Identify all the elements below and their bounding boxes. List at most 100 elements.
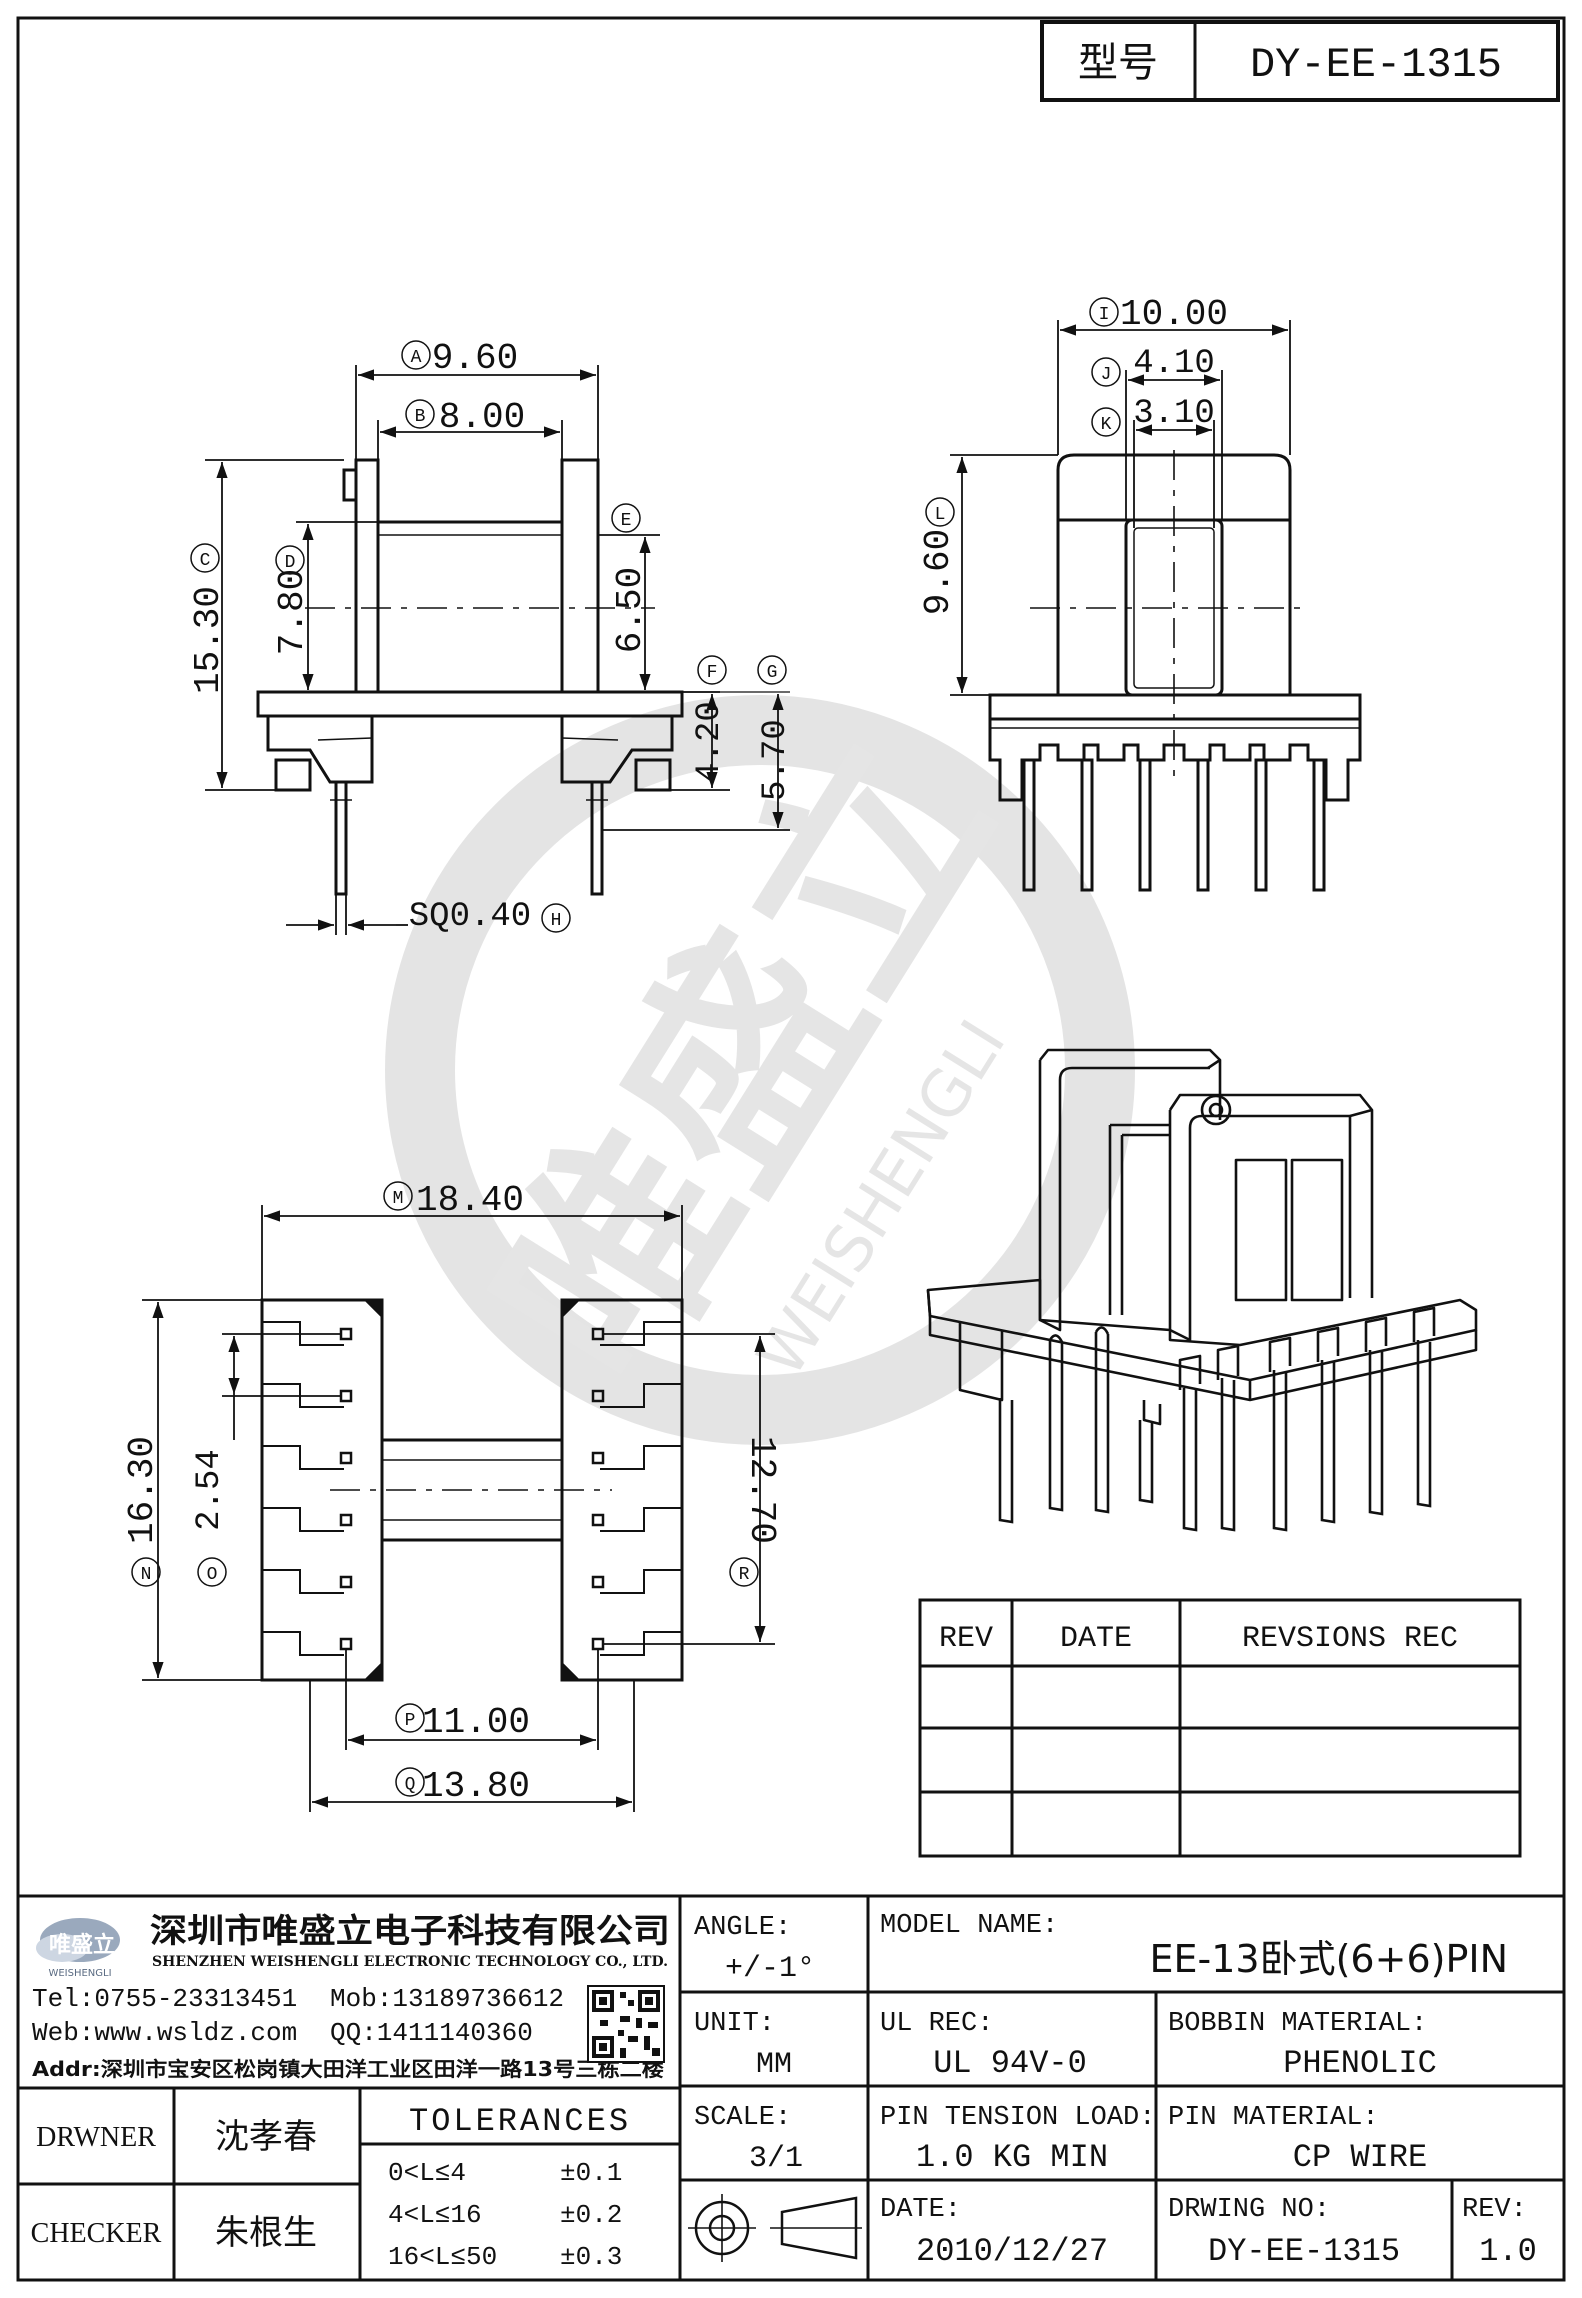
spec-fields: ANGLE: +/-1° MODEL NAME: EE-13卧式(6+6)PIN… (694, 1911, 1537, 2270)
dim-P-value: 11.00 (422, 1702, 530, 1743)
watermark: 唯盛立 WEISHENGLI (385, 695, 1135, 1445)
dim-O-code: O (207, 1565, 218, 1585)
revision-table (918, 1598, 1522, 1858)
dim-B-value: 8.00 (439, 397, 525, 438)
dim-D-code: D (285, 553, 296, 573)
angle-label: ANGLE: (694, 1913, 791, 1943)
revision-header-rec: REVSIONS REC (1242, 1622, 1458, 1656)
checker-label: CHECKER (31, 2218, 162, 2249)
company-block: 唯盛立 WEISHENGLI 深圳市唯盛立电子科技有限公司 SHENZHEN W… (32, 1911, 670, 2081)
drawing-no-label: DRWING NO: (1168, 2195, 1330, 2225)
dim-L-value: 9.60 (918, 529, 959, 615)
revision-header-date: DATE (1060, 1622, 1132, 1656)
company-mob: Mob:13189736612 (330, 1984, 564, 2014)
tolerance-range-1: 0<L≤4 (388, 2158, 466, 2188)
pin-material-value: CP WIRE (1293, 2139, 1427, 2176)
dim-R-code: R (739, 1565, 750, 1585)
dim-L-code: L (935, 505, 946, 525)
pin-tension-value: 1.0 KG MIN (916, 2139, 1108, 2176)
dim-Q-value: 13.80 (422, 1766, 530, 1807)
company-name-en: SHENZHEN WEISHENGLI ELECTRONIC TECHNOLOG… (152, 1954, 668, 1970)
dim-E-code: E (621, 511, 632, 531)
dim-P-code: P (405, 1711, 416, 1731)
dim-O-value: 2.54 (191, 1449, 229, 1531)
company-address: Addr:深圳市宝安区松岗镇大田洋工业区田洋一路13号三栋二楼 (32, 2057, 664, 2081)
dim-J-value: 4.10 (1133, 345, 1215, 383)
bottom-view-dimensions (142, 1205, 775, 1812)
dim-K-code: K (1101, 415, 1112, 435)
bobbin-material-label: BOBBIN MATERIAL: (1168, 2009, 1427, 2039)
ul-rec-label: UL REC: (880, 2009, 993, 2039)
dim-H-value: SQ0.40 (409, 898, 531, 936)
tolerances-label: TOLERANCES (409, 2103, 631, 2140)
model-header-label: 型号 (1078, 40, 1158, 86)
company-logo: 唯盛立 WEISHENGLI (36, 1918, 120, 1979)
dim-B-code: B (415, 407, 426, 427)
revision-table-headers: REV DATE REVSIONS REC (939, 1622, 1458, 1656)
dim-K-value: 3.10 (1133, 395, 1215, 433)
company-web: Web:www.wsldz.com (32, 2018, 297, 2048)
title-block-grid (18, 1894, 1564, 2280)
dim-M-value: 18.40 (416, 1180, 524, 1221)
side-view-dimensions (950, 320, 1291, 696)
side-view-pins (1022, 758, 1326, 892)
sheet-border (16, 16, 1566, 2282)
unit-label: UNIT: (694, 2009, 775, 2039)
scale-label: SCALE: (694, 2103, 791, 2133)
company-logo-text: 唯盛立 (49, 1932, 115, 1958)
tolerance-value-2: ±0.2 (560, 2200, 622, 2230)
tolerance-value-1: ±0.1 (560, 2158, 622, 2188)
unit-value: MM (756, 2048, 792, 2082)
company-tel: Tel:0755-23313451 (32, 1984, 297, 2014)
rev-label: REV: (1462, 2195, 1527, 2225)
isometric-view-pins (998, 1326, 1432, 1532)
bobbin-material-value: PHENOLIC (1283, 2045, 1437, 2082)
pin-tension-label: PIN TENSION LOAD: (880, 2103, 1155, 2133)
dim-G-code: G (767, 663, 778, 683)
dim-F-value: 4.20 (691, 701, 729, 783)
dim-H-code: H (551, 911, 562, 931)
dim-F-code: F (707, 663, 718, 683)
company-logo-sub: WEISHENGLI (48, 1968, 111, 1979)
dim-R-value: 12.70 (741, 1436, 782, 1544)
dim-Q-code: Q (405, 1775, 416, 1795)
company-qq: QQ:1411140360 (330, 2018, 533, 2048)
model-header: 型号 DY-EE-1315 (1040, 20, 1560, 102)
dim-E-value: 6.50 (610, 567, 651, 653)
tolerance-range-2: 4<L≤16 (388, 2200, 482, 2230)
drawer-label: DRWNER (36, 2122, 156, 2153)
dim-I-code: I (1099, 305, 1110, 325)
dim-I-value: 10.00 (1120, 294, 1228, 335)
bottom-view-dimension-labels: M 18.40 N 16.30 O 2.54 R 12.70 P 11.00 Q… (122, 1180, 782, 1807)
front-view (256, 458, 684, 896)
dim-A-code: A (411, 348, 422, 368)
dim-C-code: C (200, 551, 211, 571)
ul-rec-value: UL 94V-0 (933, 2045, 1087, 2082)
date-label: DATE: (880, 2195, 961, 2225)
front-view-dimension-labels: A 9.60 B 8.00 C 15.30 D 7.80 E 6.50 F 4.… (188, 338, 795, 936)
rev-value: 1.0 (1479, 2233, 1537, 2270)
checker-name: 朱根生 (215, 2213, 317, 2253)
dim-G-value: 5.70 (757, 719, 795, 801)
tolerance-range-3: 16<L≤50 (388, 2242, 497, 2272)
side-view-dimension-labels: I 10.00 J 4.10 K 3.10 L 9.60 (918, 294, 1228, 615)
drawer-name: 沈孝春 (215, 2117, 317, 2157)
dim-M-code: M (393, 1189, 404, 1209)
angle-value: +/-1° (725, 1952, 815, 1986)
projection-symbol-icon (688, 2194, 862, 2262)
drawing-no-value: DY-EE-1315 (1208, 2233, 1400, 2270)
dim-J-code: J (1101, 365, 1112, 385)
dim-D-value: 7.80 (272, 569, 313, 655)
date-value: 2010/12/27 (916, 2233, 1108, 2270)
side-view (988, 450, 1362, 802)
pin-material-label: PIN MATERIAL: (1168, 2103, 1379, 2133)
model-name-label: MODEL NAME: (880, 1911, 1058, 1941)
dim-N-value: 16.30 (122, 1436, 163, 1544)
scale-value: 3/1 (749, 2142, 803, 2176)
qr-code (587, 1985, 665, 2063)
dim-N-code: N (141, 1565, 152, 1585)
dim-C-value: 15.30 (188, 586, 229, 694)
company-name-cn: 深圳市唯盛立电子科技有限公司 (150, 1911, 670, 1950)
model-header-value: DY-EE-1315 (1250, 41, 1502, 89)
